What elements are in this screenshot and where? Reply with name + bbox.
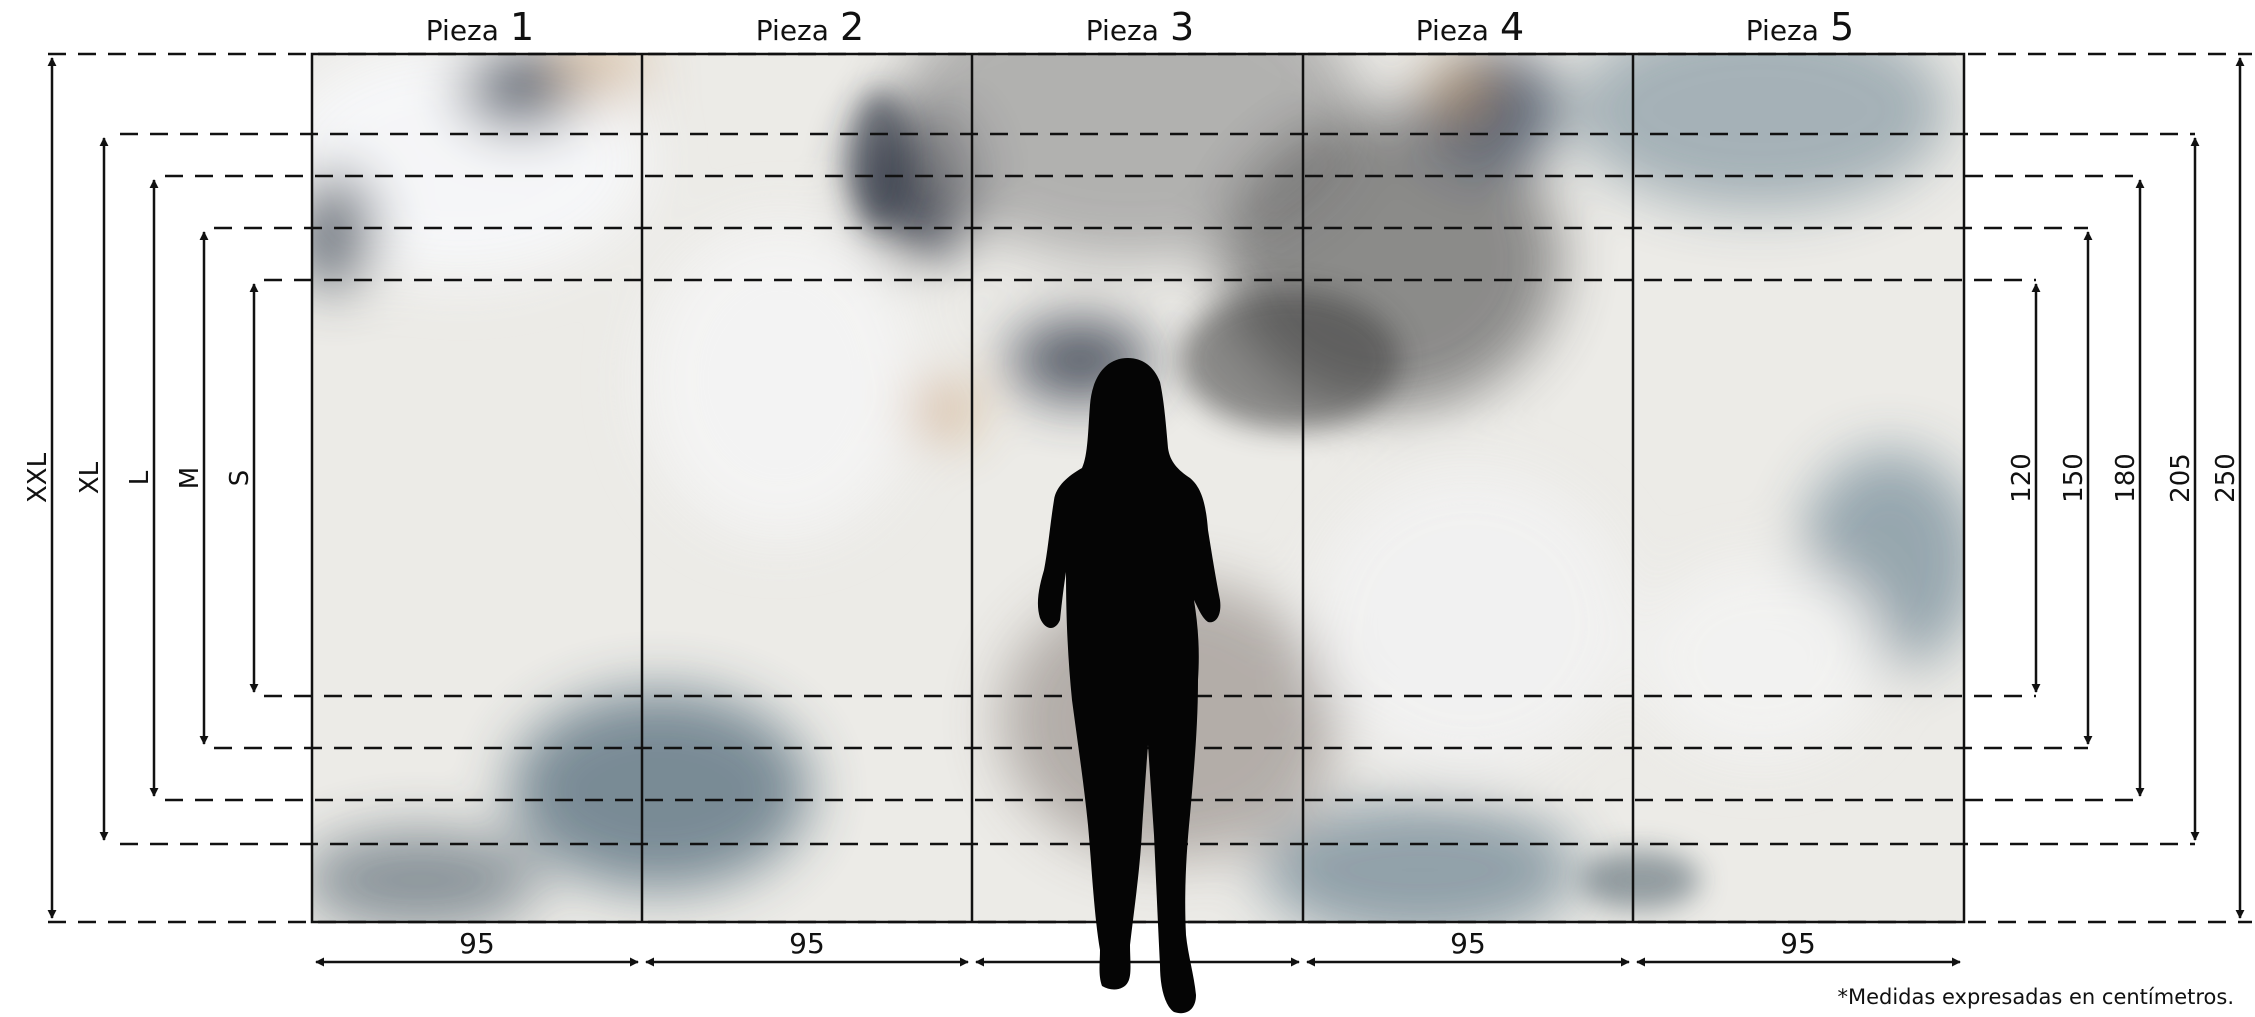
height-label-180: 180 xyxy=(2111,453,2141,503)
size-label-s: S xyxy=(225,470,255,487)
piece-1-width: 95 xyxy=(459,927,495,960)
size-label-xl: XL xyxy=(75,461,105,494)
width-labels: 95 95 95 95 xyxy=(459,927,1816,960)
footnote: *Medidas expresadas en centímetros. xyxy=(1837,985,2234,1009)
piece-4-width: 95 xyxy=(1450,927,1486,960)
height-labels: 250 205 180 150 120 xyxy=(2007,453,2241,503)
person-silhouette xyxy=(1037,358,1221,1014)
piece-title-1: Pieza 1 xyxy=(426,5,534,49)
piece-title-3: Pieza 3 xyxy=(1086,5,1194,49)
piece-5-width: 95 xyxy=(1780,927,1816,960)
piece-title-5: Pieza 5 xyxy=(1746,5,1854,49)
piece-2-width: 95 xyxy=(789,927,825,960)
piece-title-2: Pieza 2 xyxy=(756,5,864,49)
height-label-150: 150 xyxy=(2059,453,2089,503)
height-label-120: 120 xyxy=(2007,453,2037,503)
size-label-l: L xyxy=(125,470,155,485)
mural-artwork xyxy=(312,54,1964,922)
size-label-xxl: XXL xyxy=(23,452,53,503)
height-label-250: 250 xyxy=(2211,453,2241,503)
height-label-205: 205 xyxy=(2166,453,2196,503)
piece-titles: Pieza 1 Pieza 2 Pieza 3 Pieza 4 Pieza 5 xyxy=(426,5,1854,49)
height-arrows xyxy=(47,57,2245,919)
piece-title-4: Pieza 4 xyxy=(1416,5,1524,49)
size-label-m: M xyxy=(175,467,205,489)
size-labels: XXL XL L M S xyxy=(23,452,255,503)
